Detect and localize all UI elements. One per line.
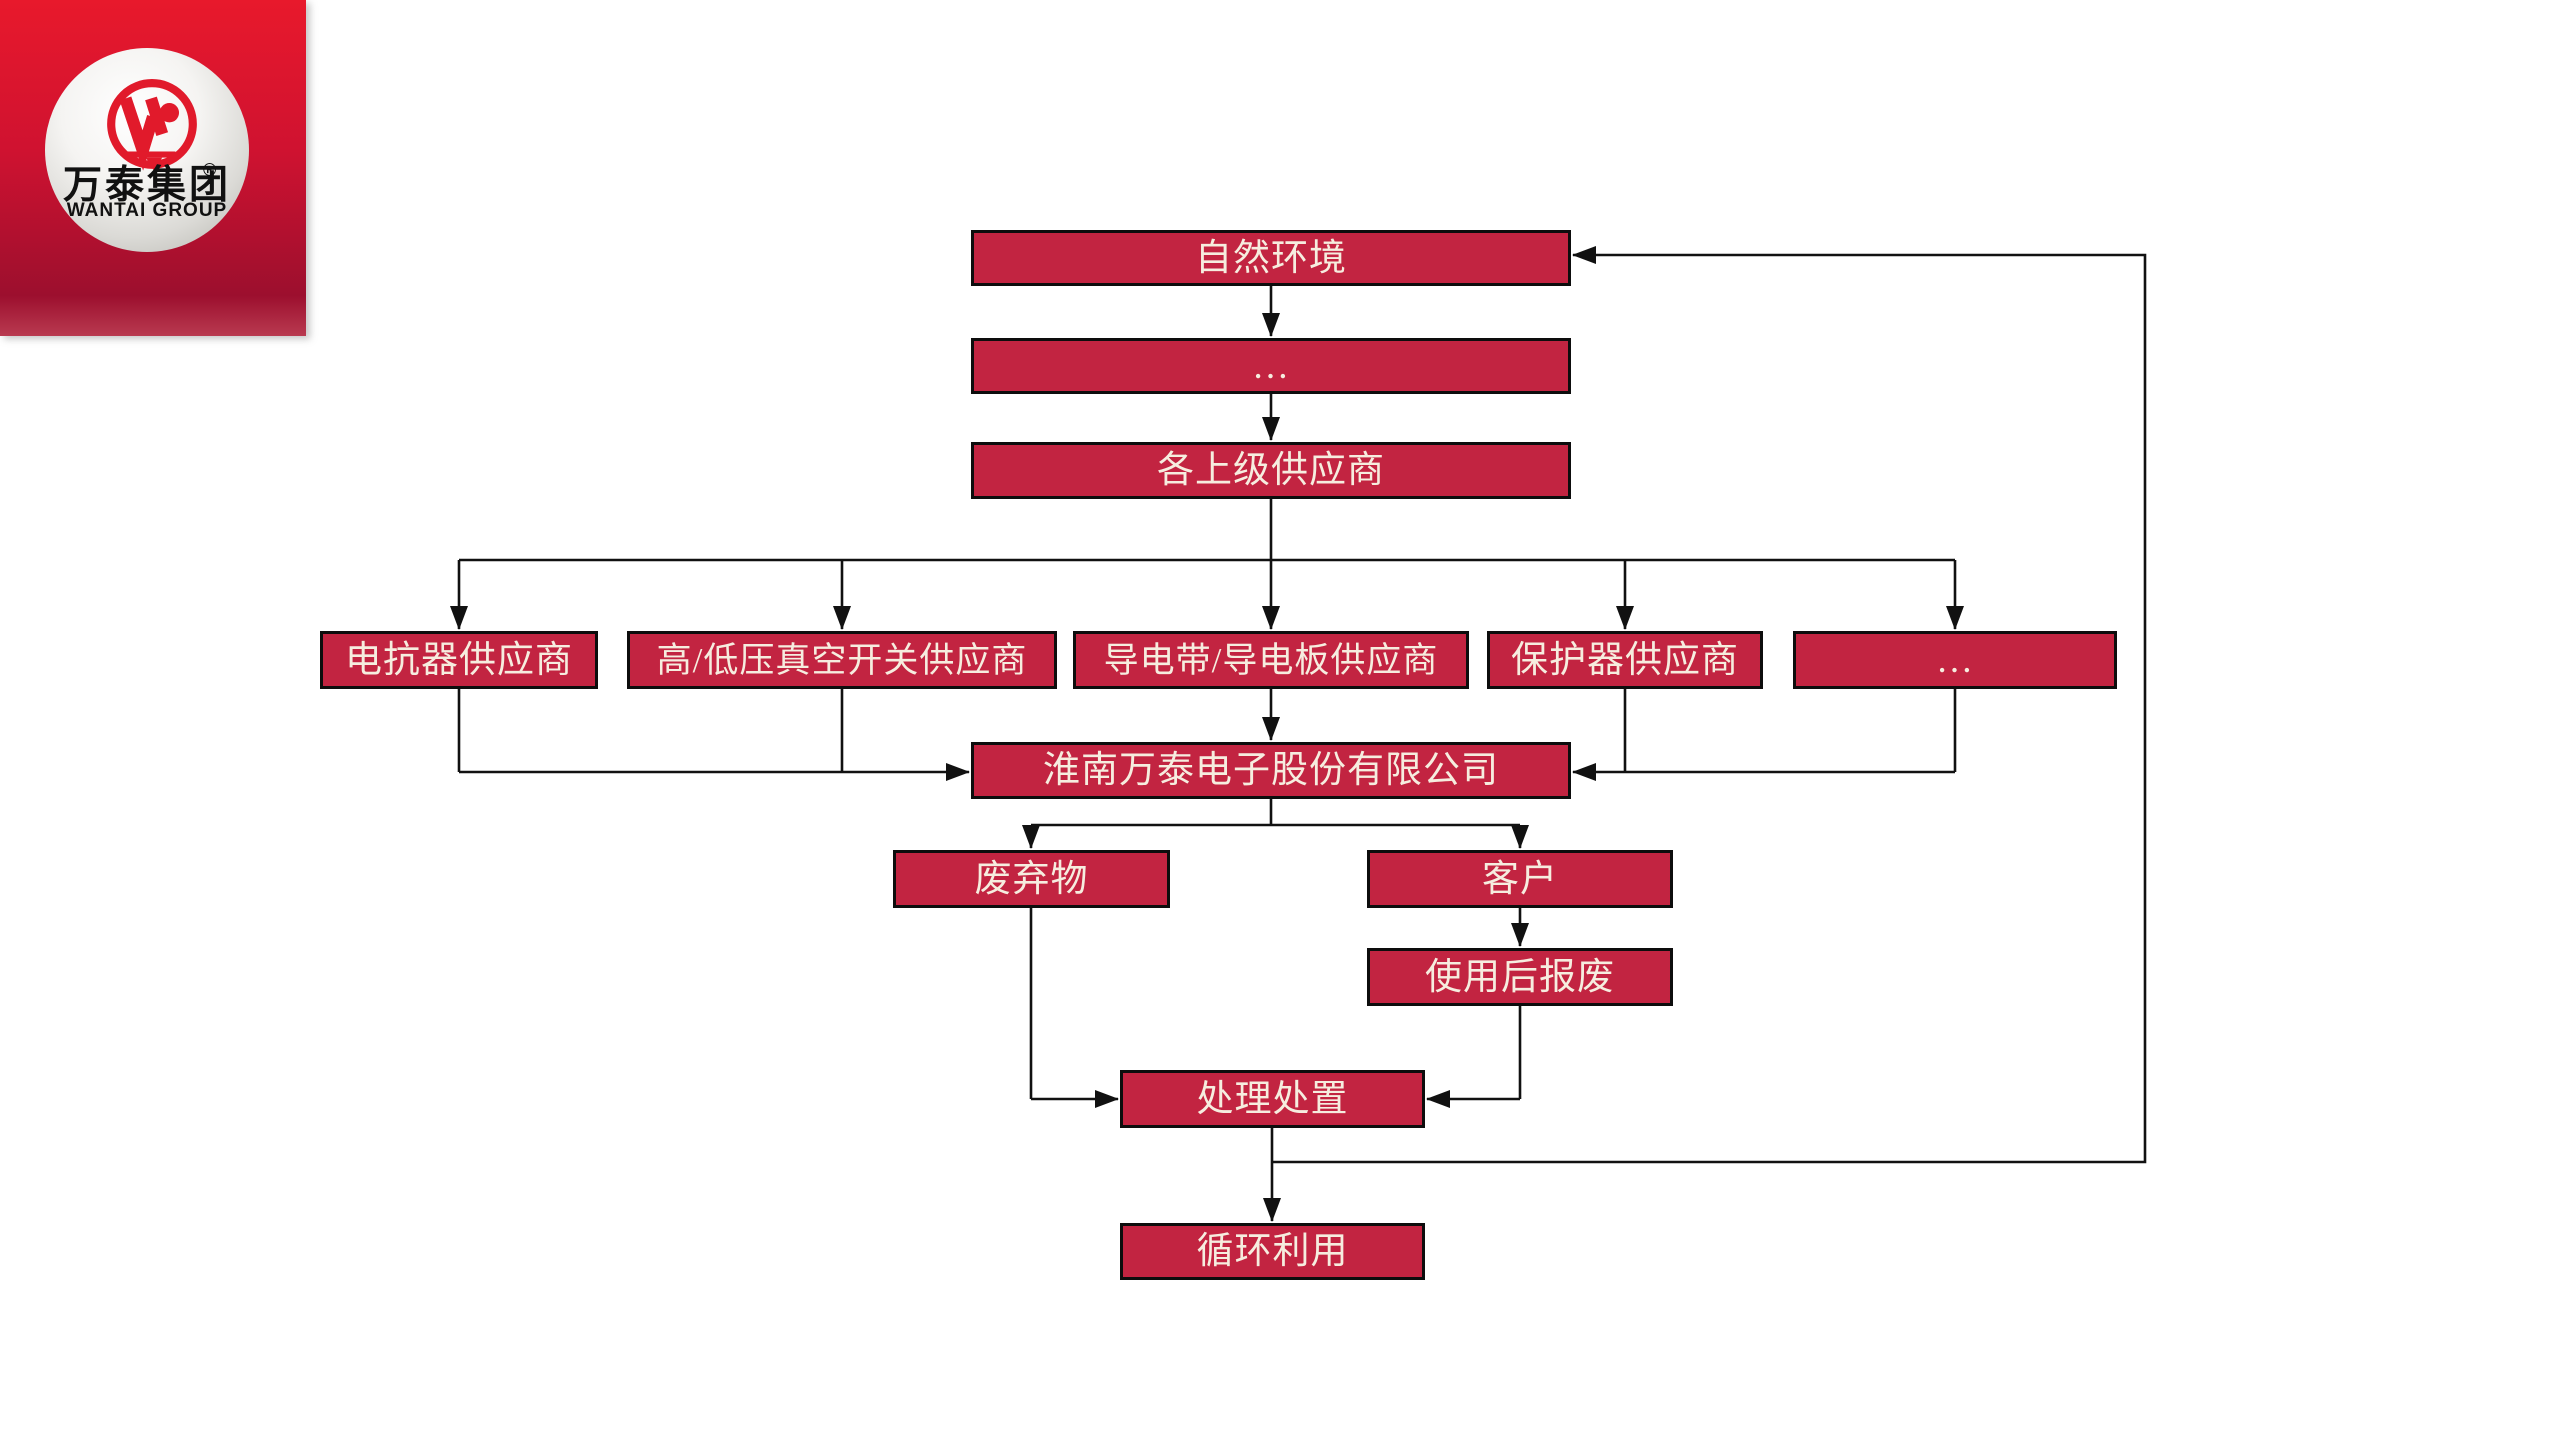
logo-sphere: ® 万泰集团 WANTAI GROUP <box>45 48 249 252</box>
node-vacuum-switch-supplier: 高/低压真空开关供应商 <box>627 631 1057 689</box>
registered-trademark-icon: ® <box>203 160 217 180</box>
node-reactor-supplier: 电抗器供应商 <box>320 631 598 689</box>
node-company: 淮南万泰电子股份有限公司 <box>971 742 1571 799</box>
node-recycling: 循环利用 <box>1120 1223 1425 1280</box>
node-ellipsis-top: … <box>971 338 1571 394</box>
node-natural-environment: 自然环境 <box>971 230 1571 286</box>
connector-feedback-loop-to-natural <box>1272 246 2147 1164</box>
node-scrap-after-use: 使用后报废 <box>1367 948 1673 1006</box>
node-upper-suppliers: 各上级供应商 <box>971 442 1571 499</box>
node-waste: 废弃物 <box>893 850 1170 908</box>
wantai-logo: ® 万泰集团 WANTAI GROUP <box>0 0 306 336</box>
node-treatment-disposal: 处理处置 <box>1120 1070 1425 1128</box>
node-ellipsis-supplier: … <box>1793 631 2117 689</box>
node-customer: 客户 <box>1367 850 1673 908</box>
node-conductive-supplier: 导电带/导电板供应商 <box>1073 631 1469 689</box>
logo-company-name-zh: 万泰集团 <box>62 164 231 207</box>
logo-company-name-en: WANTAI GROUP <box>66 200 228 221</box>
node-protector-supplier: 保护器供应商 <box>1487 631 1763 689</box>
wantai-w-emblem-icon <box>107 79 197 171</box>
